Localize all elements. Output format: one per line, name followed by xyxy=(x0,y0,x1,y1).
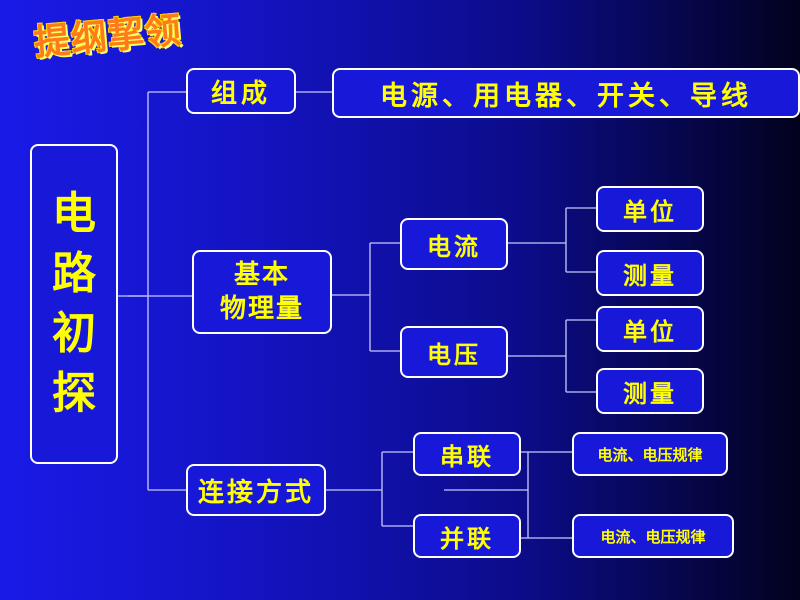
root-char: 初 xyxy=(52,308,96,359)
node-voltage: 电压 xyxy=(400,326,508,378)
node-current-unit: 单位 xyxy=(596,186,704,232)
node-current-measure: 测量 xyxy=(596,250,704,296)
node-basic-quantities-line2: 物理量 xyxy=(219,294,304,324)
node-connection-method: 连接方式 xyxy=(186,464,326,516)
root-char: 探 xyxy=(52,368,96,419)
root-char: 路 xyxy=(52,248,96,299)
node-voltage-measure: 测量 xyxy=(596,368,704,414)
root-node-circuit-basics: 电 路 初 探 xyxy=(30,144,118,464)
node-current: 电流 xyxy=(400,218,508,270)
node-parallel-rule: 电流、电压规律 xyxy=(572,514,734,558)
node-series-rule: 电流、电压规律 xyxy=(572,432,728,476)
node-composition-content: 电源、用电器、开关、导线 xyxy=(332,68,800,118)
node-series: 串联 xyxy=(413,432,521,476)
node-parallel: 并联 xyxy=(413,514,521,558)
root-char: 电 xyxy=(52,188,96,239)
node-composition: 组成 xyxy=(186,68,296,114)
node-voltage-unit: 单位 xyxy=(596,306,704,352)
node-basic-quantities: 基本 物理量 xyxy=(192,250,332,334)
node-basic-quantities-line1: 基本 xyxy=(233,260,290,290)
